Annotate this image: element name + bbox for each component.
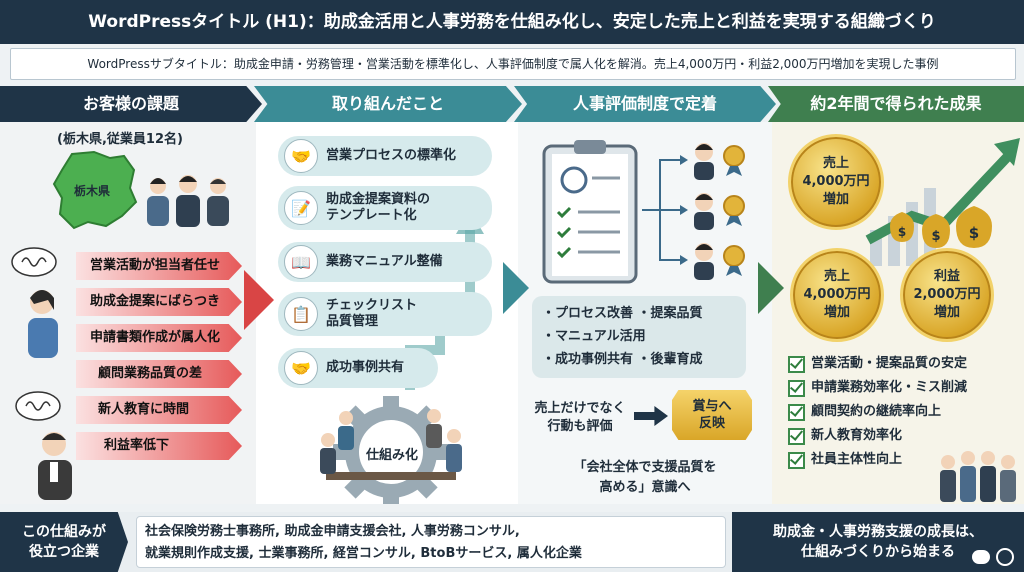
issue-item: 助成金提案にばらつき	[76, 288, 242, 316]
svg-text:$: $	[898, 225, 906, 239]
result-item: 社員主体性向上	[788, 448, 1020, 472]
issue-item: 申請書類作成が属人化	[76, 324, 242, 352]
check-icon	[788, 451, 805, 469]
footer-industries-line2: 就業規則作成支援, 士業事務所, 経営コンサル, BtoBサービス, 属人化企業	[145, 546, 582, 561]
medal-sales: 売上 4,000万円 増加	[790, 248, 884, 342]
footer-right-text: 助成金・人事労務支援の成長は、 仕組みづくりから始まる	[773, 524, 983, 560]
handshake-icon: 🤝	[284, 351, 318, 385]
evaluation-point: ・マニュアル活用	[542, 329, 646, 344]
book-icon: 📖	[284, 245, 318, 279]
clipboard-icon	[542, 140, 638, 284]
action-label: 成功事例共有	[326, 360, 405, 375]
action-item: 📖 業務マニュアル整備	[278, 242, 492, 282]
footer-industries-line1: 社会保険労務士事務所, 助成金申請支援会社, 人事労務コンサル,	[145, 524, 520, 539]
check-icon	[788, 355, 805, 373]
awareness-text: 「会社全体で支援品質を 高める」意識へ	[573, 460, 717, 495]
result-item: 顧問契約の継続率向上	[788, 400, 1020, 424]
medal-text: 売上 4,000万円 増加	[803, 269, 871, 320]
svg-text:$: $	[931, 229, 940, 244]
gear-icon	[320, 396, 462, 504]
document-icon: 📝	[284, 191, 318, 225]
result-item: 営業活動・提案品質の安定	[788, 352, 1020, 376]
gear-label: 仕組み化	[365, 448, 418, 463]
issue-item: 営業活動が担当者任せ	[76, 252, 242, 280]
map-label: 栃木県	[74, 184, 111, 198]
action-label: 業務マニュアル整備	[326, 254, 443, 269]
action-item: 📋 チェックリスト 品質管理	[278, 292, 492, 336]
column-header-evaluation: 人事評価制度で定着	[514, 86, 776, 122]
medal-text: 利益 2,000万円 増加	[913, 269, 981, 320]
medal-profit: 利益 2,000万円 増加	[900, 248, 994, 342]
tochigi-map	[52, 150, 138, 230]
evaluation-point: ・成功事例共有 ・後輩育成	[542, 352, 703, 367]
checklist-icon: 📋	[284, 297, 318, 331]
evaluation-point: ・プロセス改善 ・提案品質	[542, 306, 703, 321]
footer-left: この仕組みが 役立つ企業	[0, 512, 128, 572]
check-icon	[788, 427, 805, 445]
result-item: 新人教育効率化	[788, 424, 1020, 448]
page-title: WordPressタイトル (H1)：助成金活用と人事労務を仕組み化し、安定した…	[0, 0, 1024, 44]
issue-item: 利益率低下	[76, 432, 242, 460]
worried-person-icon	[11, 247, 58, 358]
action-item: 🤝 営業プロセスの標準化	[278, 136, 492, 176]
results-checklist: 営業活動・提案品質の安定 申請業務効率化・ミス削減 顧問契約の継続率向上 新人教…	[788, 352, 1020, 472]
issue-list: 営業活動が担当者任せ 助成金提案にばらつき 申請書類作成が属人化 顧問業務品質の…	[76, 252, 242, 460]
happy-team-icon	[940, 451, 1016, 502]
handshake-icon: 🤝	[284, 139, 318, 173]
action-item: 📝 助成金提案資料の テンプレート化	[278, 186, 492, 230]
action-label: チェックリスト 品質管理	[326, 298, 418, 329]
evaluation-tree-icon	[642, 143, 745, 280]
action-label: 営業プロセスの標準化	[326, 148, 457, 163]
growth-chart-icon: $ $ $	[865, 138, 1020, 266]
issue-item: 新人教育に時間	[76, 396, 242, 424]
client-info: (栃木県,従業員12名)	[57, 132, 183, 147]
footer-middle: 社会保険労務士事務所, 助成金申請支援会社, 人事労務コンサル, 就業規則作成支…	[136, 516, 726, 568]
column-header-issues: お客様の課題	[0, 86, 262, 122]
svg-text:$: $	[969, 224, 979, 242]
issue-item: 顧問業務品質の差	[76, 360, 242, 388]
check-icon	[788, 379, 805, 397]
team-people-icon	[147, 175, 229, 227]
chat-bubble-icon	[972, 550, 990, 564]
result-item: 申請業務効率化・ミス削減	[788, 376, 1020, 400]
page-subtitle: WordPressサブタイトル：助成金申請・労務管理・営業活動を標準化し、人事評…	[10, 48, 1016, 80]
bonus-text: 賞与へ 反映	[692, 399, 732, 431]
stressed-person-icon	[15, 391, 72, 500]
help-icon	[996, 548, 1014, 566]
evaluation-text: 売上だけでなく 行動も評価	[534, 401, 626, 434]
check-icon	[788, 403, 805, 421]
column-header-actions: 取り組んだこと	[254, 86, 522, 122]
medal-sales-top: 売上 4,000万円 増加	[788, 134, 884, 230]
footer-left-text: この仕組みが 役立つ企業	[22, 524, 106, 560]
evaluation-points: ・プロセス改善 ・提案品質 ・マニュアル活用 ・成功事例共有 ・後輩育成	[532, 296, 746, 378]
column-header-results: 約2年間で得られた成果	[768, 86, 1024, 122]
action-item: 🤝 成功事例共有	[278, 348, 438, 388]
medal-text: 売上 4,000万円 増加	[802, 156, 870, 207]
action-label: 助成金提案資料の テンプレート化	[326, 192, 431, 223]
footer-right: 助成金・人事労務支援の成長は、 仕組みづくりから始まる	[732, 512, 1024, 572]
bonus-badge: 賞与へ 反映	[672, 390, 752, 440]
